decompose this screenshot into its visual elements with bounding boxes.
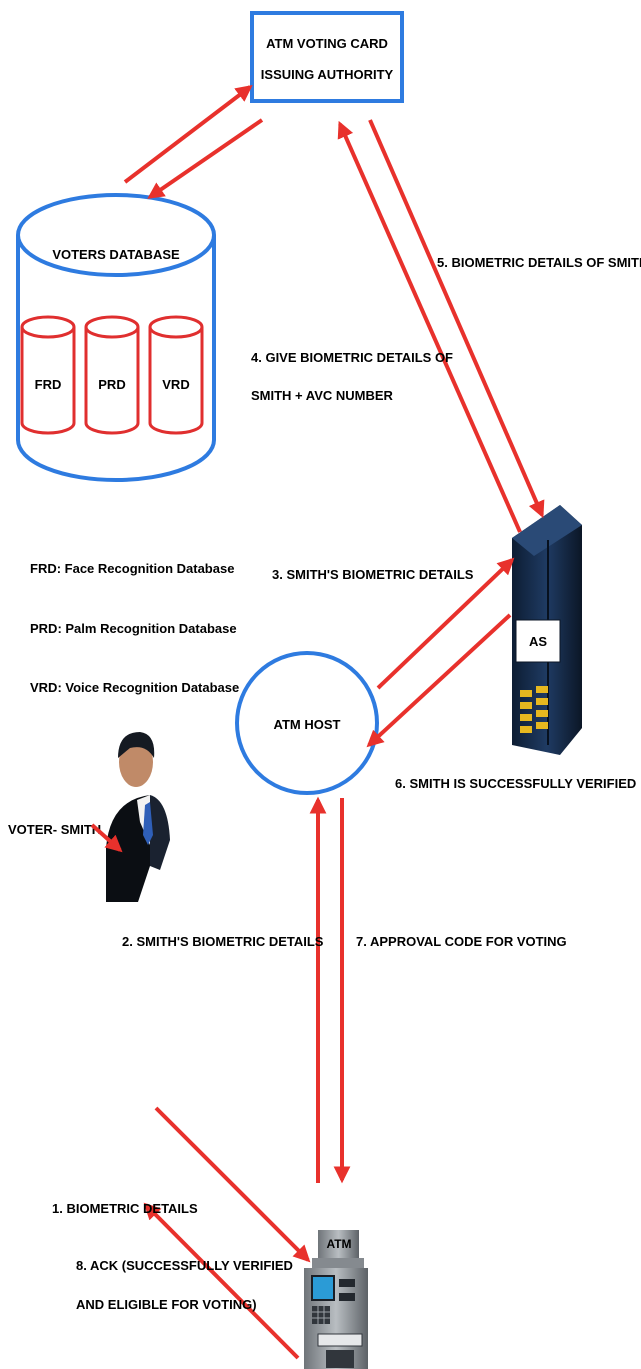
step-labels: 5. BIOMETRIC DETAILS OF SMITH 4. GIVE BI…	[52, 255, 641, 1312]
legend-vrd: VRD: Voice Recognition Database	[30, 680, 239, 695]
arrow-step8	[143, 1202, 300, 1360]
arrow-authority-to-db	[147, 118, 264, 199]
step4-label-line1: 4. GIVE BIOMETRIC DETAILS OF	[251, 350, 453, 365]
prd-cylinder: PRD	[84, 315, 140, 435]
flow-arrows	[90, 84, 545, 1360]
step8-label-line2: AND ELIGIBLE FOR VOTING)	[76, 1297, 257, 1312]
voters-database: VOTERS DATABASE FRD PRD VRD	[16, 193, 216, 482]
atm-machine-icon: ATM	[304, 1230, 368, 1369]
legend: FRD: Face Recognition Database PRD: Palm…	[30, 561, 239, 695]
atm-host-label: ATM HOST	[274, 717, 341, 732]
prd-label: PRD	[98, 377, 125, 392]
authority-title-line2: ISSUING AUTHORITY	[261, 67, 394, 82]
authority-title-line1: ATM VOTING CARD	[266, 36, 388, 51]
step6-label: 6. SMITH IS SUCCESSFULLY VERIFIED	[395, 776, 636, 791]
legend-frd: FRD: Face Recognition Database	[30, 561, 234, 576]
step3-label: 3. SMITH'S BIOMETRIC DETAILS	[272, 567, 474, 582]
frd-cylinder: FRD	[20, 315, 76, 435]
frd-label: FRD	[35, 377, 62, 392]
atm-sign: ATM	[326, 1237, 351, 1251]
arrow-step5	[368, 119, 545, 519]
step7-label: 7. APPROVAL CODE FOR VOTING	[356, 934, 567, 949]
step2-label: 2. SMITH'S BIOMETRIC DETAILS	[122, 934, 324, 949]
step4-label-line2: SMITH + AVC NUMBER	[251, 388, 394, 403]
arrow-step6	[366, 613, 512, 748]
server-label: AS	[529, 634, 547, 649]
step5-label: 5. BIOMETRIC DETAILS OF SMITH	[437, 255, 641, 270]
voter-label: VOTER- SMITH	[8, 822, 101, 837]
arrow-db-to-authority	[123, 84, 253, 184]
arrow-step3	[376, 557, 515, 690]
issuing-authority-box: ATM VOTING CARD ISSUING AUTHORITY	[250, 11, 404, 103]
arrow-voter-label	[90, 823, 123, 853]
vrd-cylinder: VRD	[148, 315, 204, 435]
person-icon	[106, 732, 170, 902]
arrow-step1	[154, 1106, 311, 1263]
vrd-label: VRD	[162, 377, 189, 392]
atm-host: ATM HOST	[235, 651, 379, 795]
legend-prd: PRD: Palm Recognition Database	[30, 621, 237, 636]
database-title: VOTERS DATABASE	[52, 247, 180, 262]
arrow-step4	[337, 120, 522, 533]
server-rack-icon: AS	[512, 505, 582, 755]
step1-label: 1. BIOMETRIC DETAILS	[52, 1201, 198, 1216]
step8-label-line1: 8. ACK (SUCCESSFULLY VERIFIED	[76, 1258, 293, 1273]
